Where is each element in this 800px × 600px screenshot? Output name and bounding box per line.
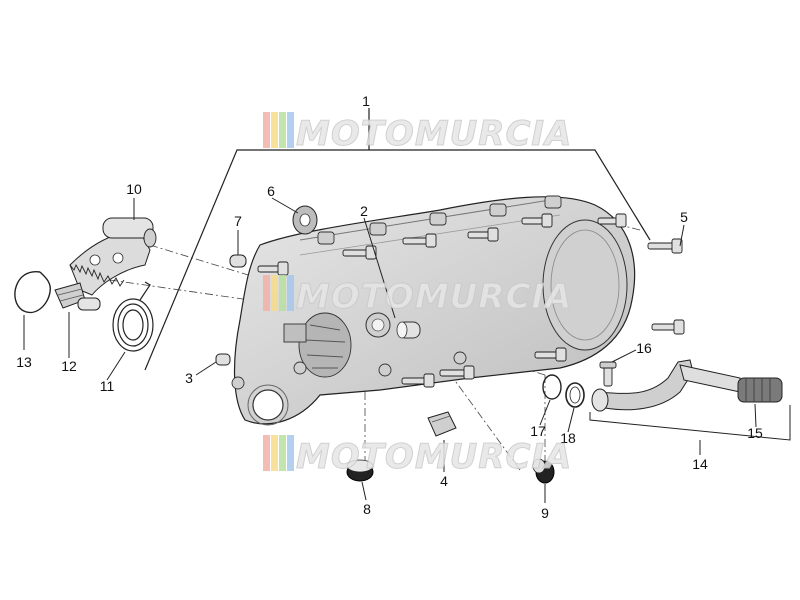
callout-3: 3 [185, 370, 193, 386]
clutch-cover-dome [542, 219, 628, 351]
kickstart-lever-14 [591, 359, 741, 412]
callout-6: 6 [267, 183, 275, 199]
watermark-text: MOTOMURCIA [296, 114, 572, 154]
oil-seal-6 [292, 205, 318, 235]
callout-labels: 1 2 3 4 5 6 7 8 9 10 11 12 13 14 15 16 1… [16, 93, 763, 521]
kickstart-pedal-rubber-15 [737, 377, 783, 403]
washer-17 [542, 374, 562, 400]
watermark-text: MOTOMURCIA [296, 277, 572, 317]
dowel-pin-3 [215, 353, 231, 366]
screw [521, 213, 553, 228]
screw [257, 261, 289, 276]
callout-2: 2 [360, 203, 368, 219]
callout-10: 10 [126, 181, 142, 197]
plug-8 [346, 459, 374, 482]
watermark-bottom: MOTOMURCIA [263, 435, 572, 478]
callout-1: 1 [362, 93, 370, 109]
callout-15: 15 [747, 425, 763, 441]
lever-bolt-16 [599, 361, 617, 387]
assembly-bracket-14 [589, 405, 791, 441]
cover-screws [257, 213, 685, 388]
callout-5: 5 [680, 209, 688, 225]
kickstart-opening [252, 389, 284, 421]
kickstart-spring-11 [112, 281, 154, 352]
assembly-bracket-1 [144, 108, 651, 371]
kickstart-gear-10 [69, 217, 157, 296]
callout-12: 12 [61, 358, 77, 374]
callout-7: 7 [234, 213, 242, 229]
screw [534, 347, 567, 362]
screw [651, 319, 685, 335]
screw [401, 373, 435, 388]
transmission-cover [231, 195, 636, 426]
callout-8: 8 [363, 501, 371, 517]
circlip-13 [14, 271, 52, 314]
callout-9: 9 [541, 505, 549, 521]
screw [467, 227, 499, 242]
plug-9 [532, 458, 555, 484]
screw [402, 233, 437, 248]
callout-11: 11 [100, 378, 115, 394]
screw [439, 365, 475, 380]
callout-14: 14 [692, 456, 708, 472]
callout-4: 4 [440, 473, 448, 489]
callout-17: 17 [530, 423, 546, 439]
cooling-vent [298, 312, 352, 378]
callout-16: 16 [636, 340, 652, 356]
screw [597, 213, 627, 228]
watermark-text: MOTOMURCIA [296, 437, 572, 477]
pin-2 [396, 321, 421, 339]
bushing-12 [54, 282, 101, 311]
washer-18 [565, 382, 585, 408]
leader-lines [23, 197, 757, 503]
watermark-middle: MOTOMURCIA [263, 275, 572, 318]
screw [647, 238, 683, 254]
fitting-4 [427, 411, 457, 437]
callout-18: 18 [560, 430, 576, 446]
callout-13: 13 [16, 354, 32, 370]
dowel-pin-7 [229, 254, 247, 268]
watermark-top: MOTOMURCIA [263, 112, 572, 155]
